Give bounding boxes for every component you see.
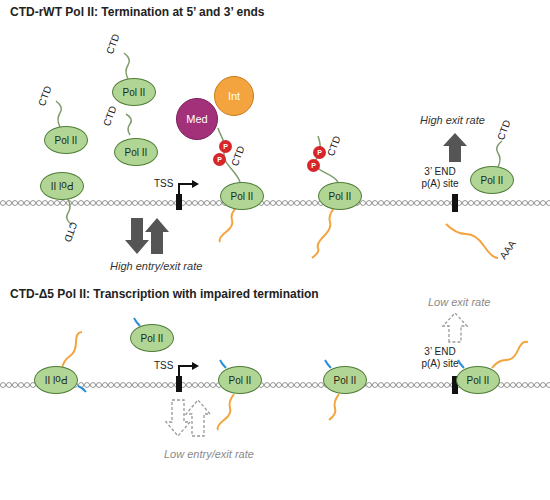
rna-transcript xyxy=(218,394,234,430)
pol-ii-oval: Pol II xyxy=(220,182,264,210)
node-text: Pol II xyxy=(45,375,68,386)
tss-arrow xyxy=(179,184,192,194)
node-text: Pol II xyxy=(231,191,254,202)
node-text: Pol II xyxy=(481,175,504,186)
rate-label: High exit rate xyxy=(420,114,485,126)
rna-transcript xyxy=(329,394,339,420)
pol-ii-oval: Pol II xyxy=(114,138,158,166)
ctd-stub xyxy=(458,360,464,368)
ctd-stub xyxy=(220,360,226,368)
polya-tail-label: AAA xyxy=(497,238,518,261)
node-text: Med xyxy=(186,113,207,125)
node-text: P xyxy=(311,162,316,169)
node-text: Int xyxy=(228,90,240,102)
ctd-label: CTD xyxy=(325,134,343,157)
node-text: Pol II xyxy=(51,181,74,192)
ctd-tail xyxy=(126,114,131,135)
rate-label: High entry/exit rate xyxy=(110,260,202,272)
entry-arrow-dashed xyxy=(166,400,190,436)
node-text: Pol II xyxy=(141,333,164,344)
polya-marker xyxy=(452,194,458,212)
ctd-stub xyxy=(325,360,331,368)
rna-transcript xyxy=(312,208,334,258)
node-text: P xyxy=(217,156,222,163)
pol-ii-oval: Pol II xyxy=(130,324,174,352)
tss-arrow xyxy=(179,366,192,376)
exit-arrow-dashed xyxy=(186,400,210,436)
polya-site-label: 3’ END p(A) site xyxy=(414,346,466,370)
pol-ii-oval: Pol II xyxy=(44,126,88,154)
tss-arrowhead xyxy=(192,362,199,370)
exit-arrow-dashed xyxy=(443,313,467,342)
rna-transcript xyxy=(446,224,498,258)
phospho-circle: P xyxy=(219,140,232,153)
phospho-circle: P xyxy=(313,146,326,159)
tss-marker xyxy=(176,376,182,392)
tss-arrowhead xyxy=(192,180,199,188)
exit-arrow xyxy=(145,218,169,254)
ctd-stub xyxy=(78,386,86,392)
node-text: Pol II xyxy=(467,375,490,386)
node-text: Pol II xyxy=(123,87,146,98)
ctd-stub xyxy=(134,318,140,326)
node-text: Pol II xyxy=(55,135,78,146)
node-text: Pol II xyxy=(334,375,357,386)
ctd-label: CTD xyxy=(61,220,79,243)
ctd-label: CTD xyxy=(36,84,54,107)
tss-label: TSS xyxy=(154,178,173,190)
panel-heading: CTD-rWT Pol II: Termination at 5’ and 3’… xyxy=(10,6,264,18)
node-text: Pol II xyxy=(329,191,352,202)
polya-site-label: 3’ END p(A) site xyxy=(414,166,466,190)
ctd-tail xyxy=(56,101,61,127)
dna-helix xyxy=(0,197,550,209)
pol-ii-oval: Pol II xyxy=(456,366,500,394)
pol-ii-oval: Pol II xyxy=(323,366,367,394)
rna-transcript xyxy=(62,332,82,368)
node-text: Pol II xyxy=(229,375,252,386)
ctd-label: CTD xyxy=(495,118,513,141)
phospho-circle: P xyxy=(213,153,226,166)
node-text: P xyxy=(223,143,228,150)
phospho-circle: P xyxy=(307,159,320,172)
tss-label: TSS xyxy=(154,360,173,372)
mediator-circle: Med xyxy=(176,98,218,140)
rna-transcript xyxy=(492,342,528,368)
pol-ii-oval: Pol II xyxy=(40,172,84,200)
rna-transcript xyxy=(220,208,236,242)
entry-arrow xyxy=(125,218,149,254)
pol-ii-oval: Pol II xyxy=(218,366,262,394)
ctd-label: CTD xyxy=(101,104,119,127)
node-text: P xyxy=(317,149,322,156)
rate-label: Low entry/exit rate xyxy=(164,448,254,460)
panel-heading: CTD-Δ5 Pol II: Transcription with impair… xyxy=(10,288,319,300)
ctd-tail xyxy=(497,141,502,167)
exit-arrow xyxy=(443,133,467,162)
pol-ii-oval: Pol II xyxy=(470,166,514,194)
integrator-circle: Int xyxy=(214,76,254,116)
tss-marker xyxy=(176,194,182,210)
pol-ii-oval: Pol II xyxy=(112,78,156,106)
ctd-label: CTD xyxy=(104,32,122,55)
pol-ii-oval: Pol II xyxy=(34,366,78,394)
node-text: Pol II xyxy=(125,147,148,158)
pol-ii-oval: Pol II xyxy=(318,182,362,210)
ctd-tail xyxy=(124,53,129,79)
rate-label: Low exit rate xyxy=(428,296,490,308)
